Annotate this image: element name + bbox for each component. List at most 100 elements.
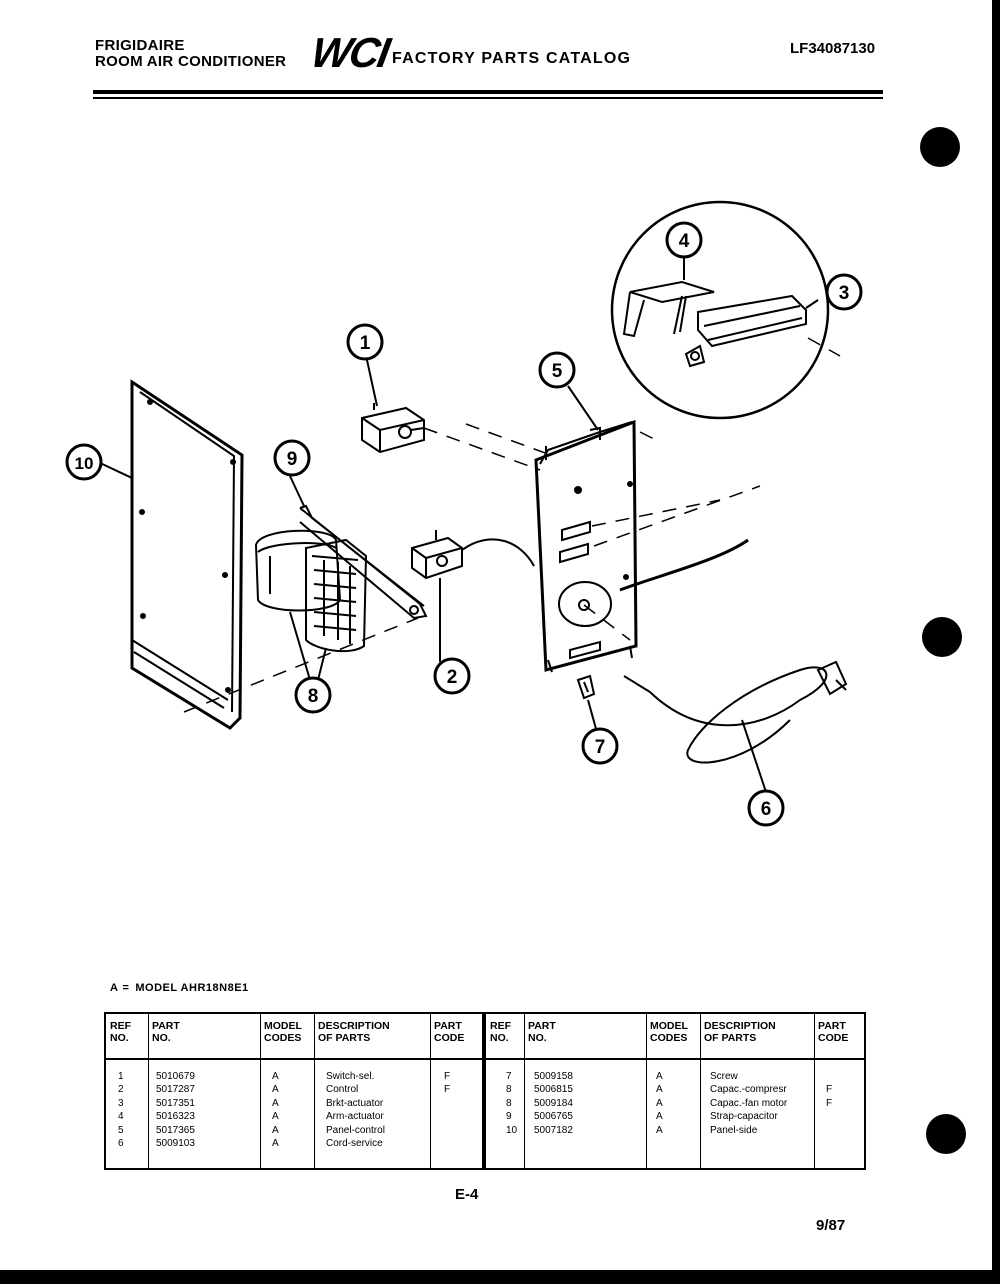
- selector-switch-drawing: [361, 403, 425, 454]
- left-part-column: 5010679 5017287 5017351 5016323 5017365 …: [152, 1070, 195, 1150]
- header-part-code: PART CODE: [434, 1020, 465, 1044]
- header-description-right: DESCRIPTION OF PARTS: [704, 1020, 776, 1044]
- table-cell-ref: 4: [118, 1111, 124, 1123]
- table-cell-desc: Switch-sel.: [326, 1071, 375, 1082]
- callout-5-label: 5: [552, 361, 563, 382]
- table-cell-code: [826, 1110, 832, 1123]
- table-cell-ref: 3: [118, 1097, 124, 1109]
- table-cell-part: 5010679: [156, 1071, 195, 1082]
- callout-4-label: 4: [679, 231, 690, 252]
- callout-6-label: 6: [761, 799, 772, 820]
- callout-7: 7: [581, 727, 619, 765]
- callout-9-label: 9: [287, 449, 298, 470]
- col-divider: [700, 1014, 701, 1168]
- header-model-codes: MODEL CODES: [264, 1020, 302, 1044]
- table-cell-part: 5006765: [534, 1111, 573, 1123]
- table-cell-model: A: [272, 1124, 279, 1136]
- page-number: E-4: [455, 1186, 479, 1203]
- callout-10-label: 10: [75, 454, 94, 473]
- table-cell-ref: 9: [506, 1111, 512, 1123]
- document-number: LF34087130: [790, 40, 876, 57]
- table-cell-model: A: [656, 1124, 663, 1136]
- table-cell-model: A: [656, 1097, 663, 1109]
- table-cell-model: A: [272, 1137, 279, 1149]
- header-ref-no: REF NO.: [110, 1020, 131, 1044]
- control-drawing: [411, 530, 535, 580]
- table-cell-desc: Screw: [710, 1071, 738, 1082]
- table-cell-ref: 7: [506, 1071, 512, 1082]
- header-model-codes-right: MODEL CODES: [650, 1020, 688, 1044]
- table-cell-desc: Cord-service: [326, 1137, 383, 1149]
- col-divider: [814, 1014, 815, 1168]
- table-cell-model: A: [656, 1084, 663, 1096]
- callout-3: 3: [825, 273, 863, 311]
- callout-7-label: 7: [595, 737, 606, 758]
- table-cell-code: [444, 1097, 450, 1110]
- table-cell-ref: 8: [506, 1084, 512, 1096]
- table-cell-model: A: [272, 1071, 279, 1082]
- table-cell-part: 5017365: [156, 1124, 195, 1136]
- table-cell-code: F: [444, 1071, 451, 1082]
- table-cell-desc: Brkt-actuator: [326, 1097, 384, 1109]
- control-panel-drawing: [534, 419, 638, 673]
- table-cell-code: [444, 1124, 450, 1137]
- scan-border-right: [992, 0, 1000, 1284]
- col-divider: [646, 1014, 647, 1168]
- table-cell-part: 5007182: [534, 1124, 573, 1136]
- table-cell-desc: Control: [326, 1084, 359, 1096]
- right-desc-column: Screw Capac.-compresr Capac.-fan motor S…: [706, 1070, 787, 1137]
- model-label: MODEL AHR18N8E1: [135, 982, 249, 994]
- header-ref-no-right: REF NO.: [490, 1020, 511, 1044]
- service-cord-drawing: [619, 538, 848, 764]
- table-cell-code: F: [826, 1084, 833, 1096]
- model-equals: =: [122, 982, 130, 994]
- product-line: ROOM AIR CONDITIONER: [95, 53, 287, 70]
- right-ref-column: 7 8 8 9 10: [502, 1070, 517, 1137]
- callout-1: 1: [346, 323, 384, 361]
- table-cell-ref: 10: [506, 1124, 518, 1136]
- table-cell-ref: 8: [506, 1097, 512, 1109]
- table-cell-code: F: [826, 1097, 833, 1109]
- table-cell-desc: Strap-capacitor: [710, 1111, 778, 1123]
- callout-10: 10: [65, 443, 103, 481]
- callout-1-label: 1: [360, 333, 371, 354]
- table-cell-part: 5009158: [534, 1071, 573, 1082]
- binder-hole-top: [920, 127, 960, 167]
- exploded-parts-diagram: 1 2 3 4 5 6 7 8 9 10: [65, 200, 863, 827]
- detail-magnifier-drawing: [610, 200, 830, 420]
- model-legend: A=MODEL AHR18N8E1: [110, 982, 249, 994]
- table-cell-model: A: [272, 1084, 279, 1096]
- right-model-column: A A A A A: [652, 1070, 663, 1137]
- callout-9: 9: [273, 439, 311, 477]
- catalog-title: FACTORY PARTS CATALOG: [392, 50, 632, 67]
- table-cell-ref: 6: [118, 1137, 124, 1149]
- header-part-no: PART NO.: [152, 1020, 180, 1044]
- callout-bubbles: 1 2 3 4 5 6 7 8 9 10: [65, 221, 863, 827]
- table-cell-desc: Panel-control: [326, 1124, 385, 1136]
- table-cell-model: A: [656, 1111, 663, 1123]
- table-cell-desc: Capac.-compresr: [710, 1084, 787, 1096]
- table-cell-part: 5009184: [534, 1097, 573, 1109]
- right-code-column: F F: [822, 1070, 832, 1137]
- table-cell-ref: 5: [118, 1124, 124, 1136]
- scan-border-bottom: [0, 1270, 1000, 1284]
- date-code: 9/87: [816, 1217, 846, 1234]
- table-cell-code: [826, 1124, 832, 1137]
- table-cell-part: 5006815: [534, 1084, 573, 1096]
- side-panel-drawing: [130, 379, 244, 730]
- left-code-column: F F: [440, 1070, 450, 1150]
- table-cell-part: 5016323: [156, 1111, 195, 1123]
- col-divider-center: [482, 1014, 486, 1168]
- table-cell-code: [444, 1137, 450, 1150]
- header-part-code-right: PART CODE: [818, 1020, 849, 1044]
- right-part-column: 5009158 5006815 5009184 5006765 5007182: [530, 1070, 573, 1137]
- header-rule-thick: [93, 90, 883, 94]
- callout-8-label: 8: [308, 686, 319, 707]
- table-cell-desc: Capac.-fan motor: [710, 1097, 788, 1109]
- table-cell-desc: Panel-side: [710, 1124, 758, 1136]
- col-divider: [430, 1014, 431, 1168]
- callout-6: 6: [747, 789, 785, 827]
- header-description: DESCRIPTION OF PARTS: [318, 1020, 390, 1044]
- capacitors-drawing: [254, 529, 368, 653]
- brand-block: FRIGIDAIRE ROOM AIR CONDITIONER: [95, 38, 286, 70]
